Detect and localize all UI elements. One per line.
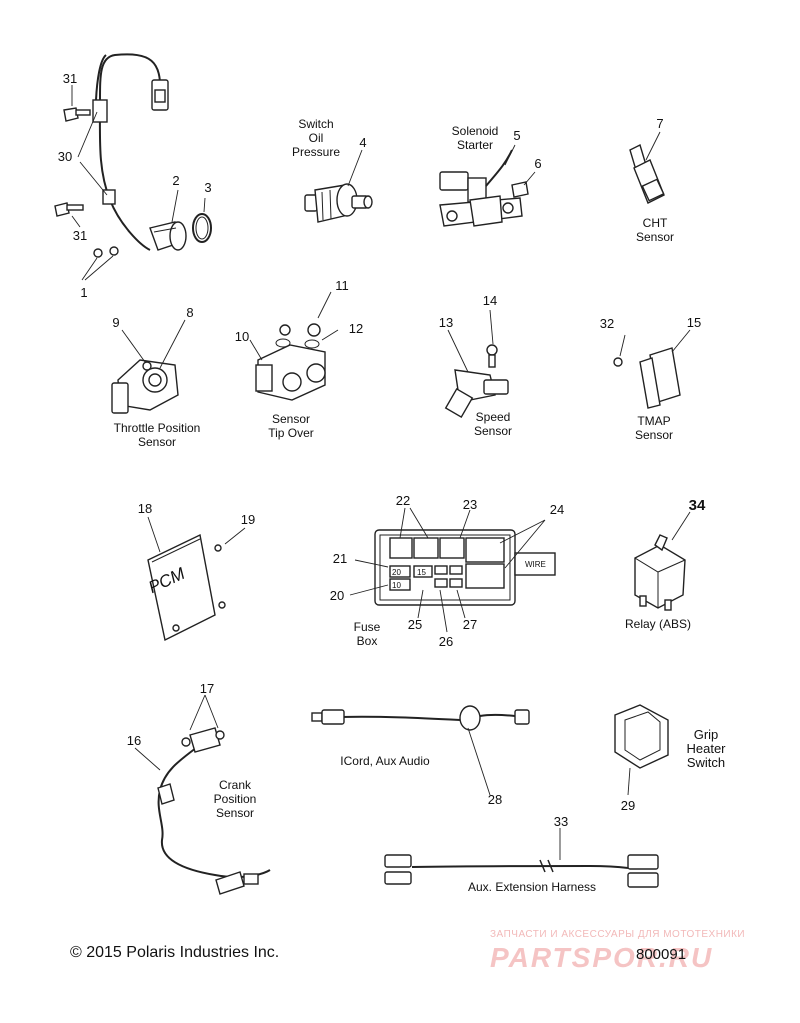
cht-sensor-label: CHT Sensor <box>635 216 675 244</box>
callout-22: 22 <box>395 493 411 508</box>
oil-pressure-switch-drawing <box>304 149 373 223</box>
relay-abs-drawing <box>634 511 691 611</box>
callout-9: 9 <box>112 315 120 330</box>
callout-8: 8 <box>186 305 194 320</box>
watermark-brand: PARTSPOR.RU <box>490 942 714 973</box>
tip-over-sensor-drawing <box>249 291 339 401</box>
copyright-notice: © 2015 Polaris Industries Inc. <box>70 944 280 961</box>
switch-oil-pressure-label: Switch Oil Pressure <box>291 117 341 159</box>
relay-abs-label: Relay (ABS) <box>624 617 692 631</box>
solenoid-starter-drawing <box>439 144 536 227</box>
speed-sensor-drawing <box>444 309 509 418</box>
callout-20: 20 <box>329 588 345 603</box>
icord-aux-audio-drawing <box>311 705 530 796</box>
fuse-15-label: 15 <box>417 568 426 577</box>
callout-28: 28 <box>487 792 503 807</box>
callout-19: 19 <box>240 512 256 527</box>
fuse-box-drawing <box>349 507 556 633</box>
sensor-tip-over-label: Sensor Tip Over <box>268 412 314 440</box>
callout-26: 26 <box>438 634 454 649</box>
throttle-position-sensor-label: Throttle Position Sensor <box>113 421 201 449</box>
callout-31-bottom: 31 <box>72 228 88 243</box>
callout-31-top: 31 <box>62 71 78 86</box>
speed-sensor-label: Speed Sensor <box>473 410 513 438</box>
throttle-position-sensor-drawing <box>111 319 186 414</box>
callout-17: 17 <box>199 681 215 696</box>
grip-heater-switch-drawing <box>614 704 669 796</box>
callout-6: 6 <box>534 156 542 171</box>
watermark-tagline: ЗАПЧАСТИ И АКСЕССУАРЫ ДЛЯ МОТОТЕХНИКИ <box>490 929 746 940</box>
wire-arrow-label: WIRE <box>525 560 546 569</box>
tmap-sensor-label: TMAP Sensor <box>634 414 674 442</box>
aux-extension-harness-label: Aux. Extension Harness <box>467 880 597 894</box>
callout-5: 5 <box>513 128 521 143</box>
harness-assembly-drawing <box>54 53 212 281</box>
callout-27: 27 <box>462 617 478 632</box>
callout-11: 11 <box>335 278 349 293</box>
callout-24: 24 <box>549 502 565 517</box>
fuse-20-label: 20 <box>392 568 401 577</box>
callout-12: 12 <box>348 321 364 336</box>
callout-13: 13 <box>438 315 454 330</box>
callout-3: 3 <box>204 180 212 195</box>
callout-2: 2 <box>172 173 180 188</box>
callout-23: 23 <box>462 497 478 512</box>
fuse-box-label: Fuse Box <box>353 620 381 648</box>
tmap-sensor-drawing <box>613 329 691 409</box>
solenoid-starter-label: Solenoid Starter <box>451 124 499 152</box>
callout-1: 1 <box>80 285 88 300</box>
callout-34: 34 <box>688 497 706 514</box>
crank-position-sensor-drawing <box>134 694 271 895</box>
grip-heater-switch-label: Grip Heater Switch <box>686 727 726 770</box>
callout-4: 4 <box>359 135 367 150</box>
callout-16: 16 <box>126 733 142 748</box>
callout-32: 32 <box>599 316 615 331</box>
callout-18: 18 <box>137 501 153 516</box>
callout-7: 7 <box>656 116 664 131</box>
callout-14: 14 <box>482 293 498 308</box>
icord-aux-audio-label: ICord, Aux Audio <box>340 754 430 768</box>
figure-code: 800091 <box>636 946 687 963</box>
callout-30: 30 <box>57 149 73 164</box>
callout-25: 25 <box>407 617 423 632</box>
fuse-10-label: 10 <box>392 581 401 590</box>
callout-10: 10 <box>234 329 250 344</box>
crank-position-sensor-label: Crank Position Sensor <box>213 778 257 820</box>
callout-15: 15 <box>686 315 702 330</box>
aux-extension-harness-drawing <box>384 828 659 888</box>
pcm-module-drawing <box>147 516 246 642</box>
callout-33: 33 <box>553 814 569 829</box>
callout-21: 21 <box>332 551 348 566</box>
callout-29: 29 <box>620 798 636 813</box>
cht-sensor-drawing <box>629 131 665 204</box>
